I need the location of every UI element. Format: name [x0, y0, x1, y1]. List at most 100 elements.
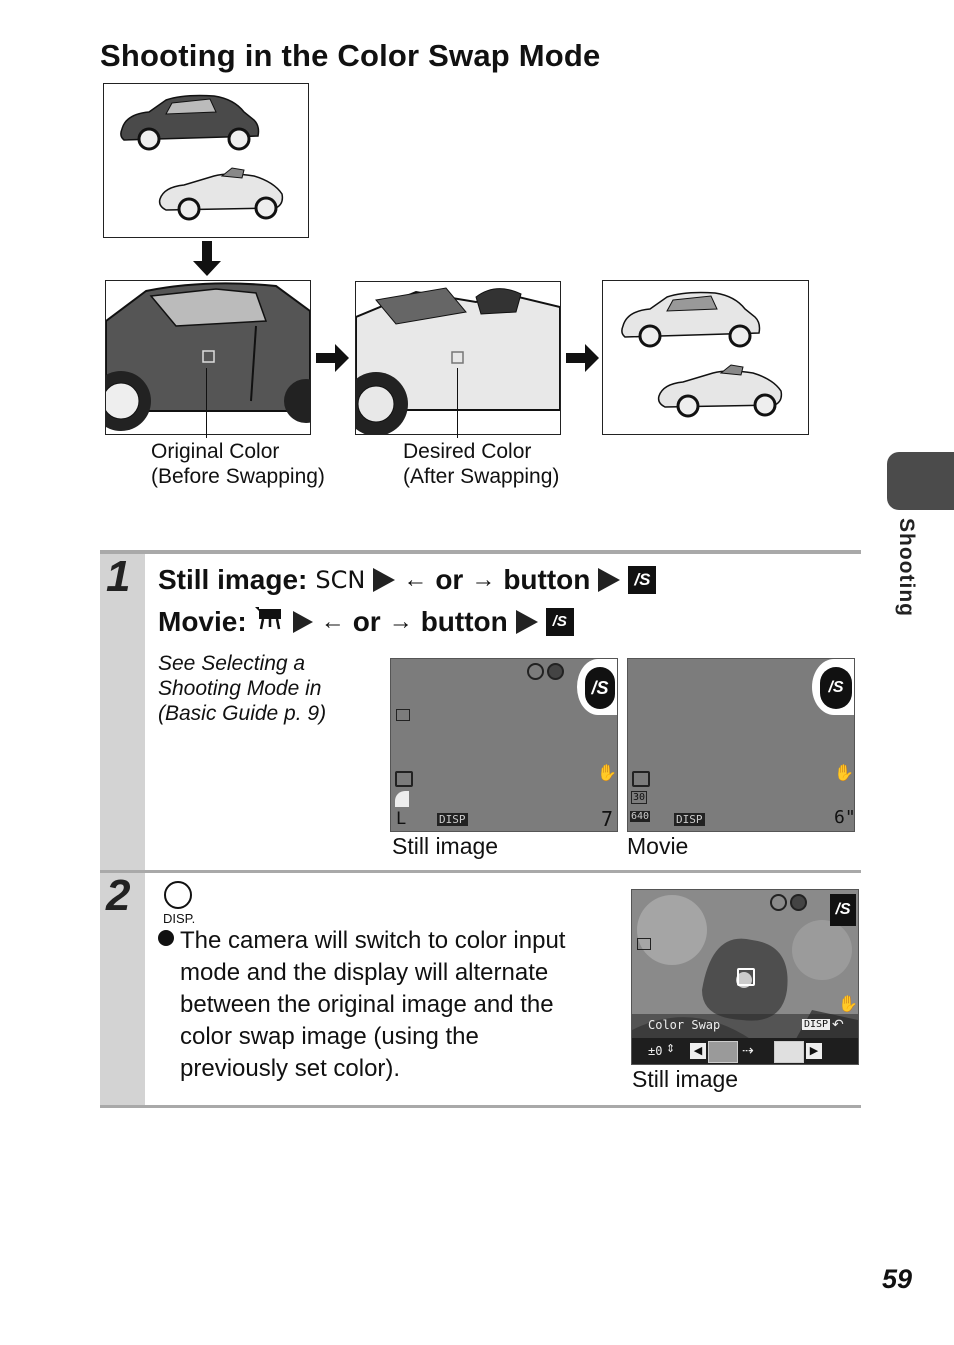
movie-lcd-screen: /S 30 640 DISP 6" ✋: [627, 658, 855, 832]
or-label: or: [352, 605, 381, 637]
flash-icon: [527, 663, 544, 680]
exposure-value: ±0: [648, 1044, 663, 1058]
af-frame-icon: [637, 938, 651, 950]
still-image-caption: Still image: [632, 1066, 739, 1092]
note-line: Shooting Mode in: [158, 677, 322, 700]
then-arrow-icon: [515, 609, 538, 634]
right-arrow-icon: [316, 343, 350, 378]
macro-icon: [547, 663, 564, 680]
right-arrow-icon: →: [388, 607, 413, 635]
color-swap-control-bar: ±0 ⇕ ◀ ⇢ ▶: [632, 1038, 858, 1064]
then-arrow-icon: [598, 568, 621, 592]
pointer-line-desired: [457, 368, 458, 438]
color-swap-title-bar: Color Swap DISP ↶: [632, 1014, 858, 1038]
movie-color-swap-icon: /S: [545, 607, 574, 636]
camera-shake-icon: ✋: [597, 765, 617, 782]
color-swap-lcd-screen: /S ✋ Color Swap DISP ↶ ±0 ⇕ ◀ ⇢ ▶: [631, 889, 859, 1065]
left-arrow-icon: ←: [403, 566, 428, 593]
chapter-tab: [887, 452, 954, 510]
original-color-swatch: [708, 1041, 738, 1063]
movie-label: Movie:: [158, 605, 247, 637]
return-icon: ↶: [832, 1016, 844, 1032]
movie-caption: Movie: [627, 833, 689, 859]
original-scene-image: [103, 83, 309, 238]
bullet-icon: [158, 930, 174, 946]
disp-button-label: DISP.: [163, 911, 196, 926]
color-sample-frame: [737, 968, 755, 986]
right-arrow-button-icon: ▶: [806, 1043, 822, 1059]
caption-line: Original Color: [151, 440, 280, 463]
swap-arrow-icon: ⇢: [742, 1042, 754, 1058]
still-image-caption: Still image: [392, 833, 499, 859]
or-label: or: [435, 564, 464, 595]
movie-resolution-indicator: 640: [630, 811, 651, 822]
step-1: 1 Still image: SCN ← or → button /S Movi…: [100, 550, 861, 873]
step-1-still-heading: Still image: SCN ← or → button /S: [158, 564, 657, 596]
right-arrow-icon: [566, 343, 600, 378]
up-down-icon: ⇕: [666, 1043, 676, 1055]
movie-camera-icon: [254, 605, 285, 638]
description-line: The camera will switch to color input: [180, 927, 566, 954]
step-number: 1: [106, 552, 131, 601]
caption-line: (After Swapping): [403, 465, 560, 488]
step-1-movie-heading: Movie: ← or → button /S: [158, 605, 574, 638]
compression-icon: [395, 791, 409, 807]
original-color-closeup-image: [91, 280, 328, 435]
color-swap-mode-icon: /S: [830, 894, 856, 926]
shots-remaining: 7: [601, 807, 614, 831]
disp-button-icon: [164, 881, 192, 909]
af-frame-icon: [396, 709, 410, 721]
step-2: 2 DISP. The camera will switch to color …: [100, 870, 861, 1108]
page-number: 59: [881, 1264, 912, 1294]
reference-note: See Selecting a Shooting Mode in (Basic …: [158, 651, 326, 726]
movie-color-swap-icon: /S: [820, 667, 852, 709]
description-line: color swap image (using the: [180, 1023, 479, 1050]
still-image-lcd-screen: /S L DISP 7 ✋: [390, 658, 618, 832]
caption-line: Desired Color: [403, 440, 532, 463]
then-arrow-icon: [373, 568, 396, 592]
frame-rate-indicator: 30: [631, 791, 648, 804]
left-arrow-button-icon: ◀: [690, 1043, 706, 1059]
camera-mode-icon: [395, 771, 413, 787]
description-line: previously set color).: [180, 1055, 401, 1082]
right-arrow-icon: →: [471, 566, 496, 593]
scn-label: SCN: [315, 566, 366, 594]
step-number: 2: [106, 871, 131, 920]
step-2-description: The camera will switch to color input mo…: [158, 925, 608, 1085]
disp-indicator: DISP: [437, 813, 468, 826]
original-color-caption: Original Color (Before Swapping): [151, 439, 325, 489]
disp-indicator: DISP: [674, 813, 705, 826]
description-line: mode and the display will alternate: [180, 959, 549, 986]
flash-icon: [770, 894, 787, 911]
left-arrow-icon: ←: [320, 607, 345, 635]
note-line: See Selecting a: [158, 652, 306, 675]
description-line: between the original image and the: [180, 991, 554, 1018]
camera-shake-icon: ✋: [834, 765, 854, 782]
down-arrow-icon: [192, 241, 222, 282]
desired-color-swatch: [774, 1041, 804, 1063]
macro-icon: [790, 894, 807, 911]
button-label: button: [420, 605, 508, 637]
result-scene-image: [602, 280, 809, 435]
desired-color-caption: Desired Color (After Swapping): [403, 439, 559, 489]
caption-line: (Before Swapping): [151, 465, 325, 488]
then-arrow-icon: [292, 610, 313, 633]
button-label: button: [503, 564, 591, 595]
still-image-label: Still image:: [158, 564, 308, 595]
desired-color-closeup-image: [344, 281, 561, 436]
page-title: Shooting in the Color Swap Mode: [100, 38, 601, 73]
resolution-indicator: L: [396, 809, 407, 829]
lcd-status-icons: [527, 663, 564, 680]
step-number-bar: 2: [100, 871, 145, 1105]
step-number-bar: 1: [100, 552, 145, 870]
disp-indicator: DISP: [802, 1019, 831, 1030]
camera-mode-icon: [632, 771, 650, 787]
color-swap-mode-icon: /S: [585, 667, 615, 709]
chapter-tab-label: Shooting: [895, 518, 918, 617]
lcd-status-icons: [770, 894, 807, 911]
color-swap-mode-icon: /S: [628, 566, 657, 594]
pointer-line-original: [206, 368, 207, 438]
recording-time-remaining: 6": [834, 807, 855, 828]
color-swap-label: Color Swap: [648, 1018, 721, 1032]
note-line: (Basic Guide p. 9): [158, 702, 327, 725]
